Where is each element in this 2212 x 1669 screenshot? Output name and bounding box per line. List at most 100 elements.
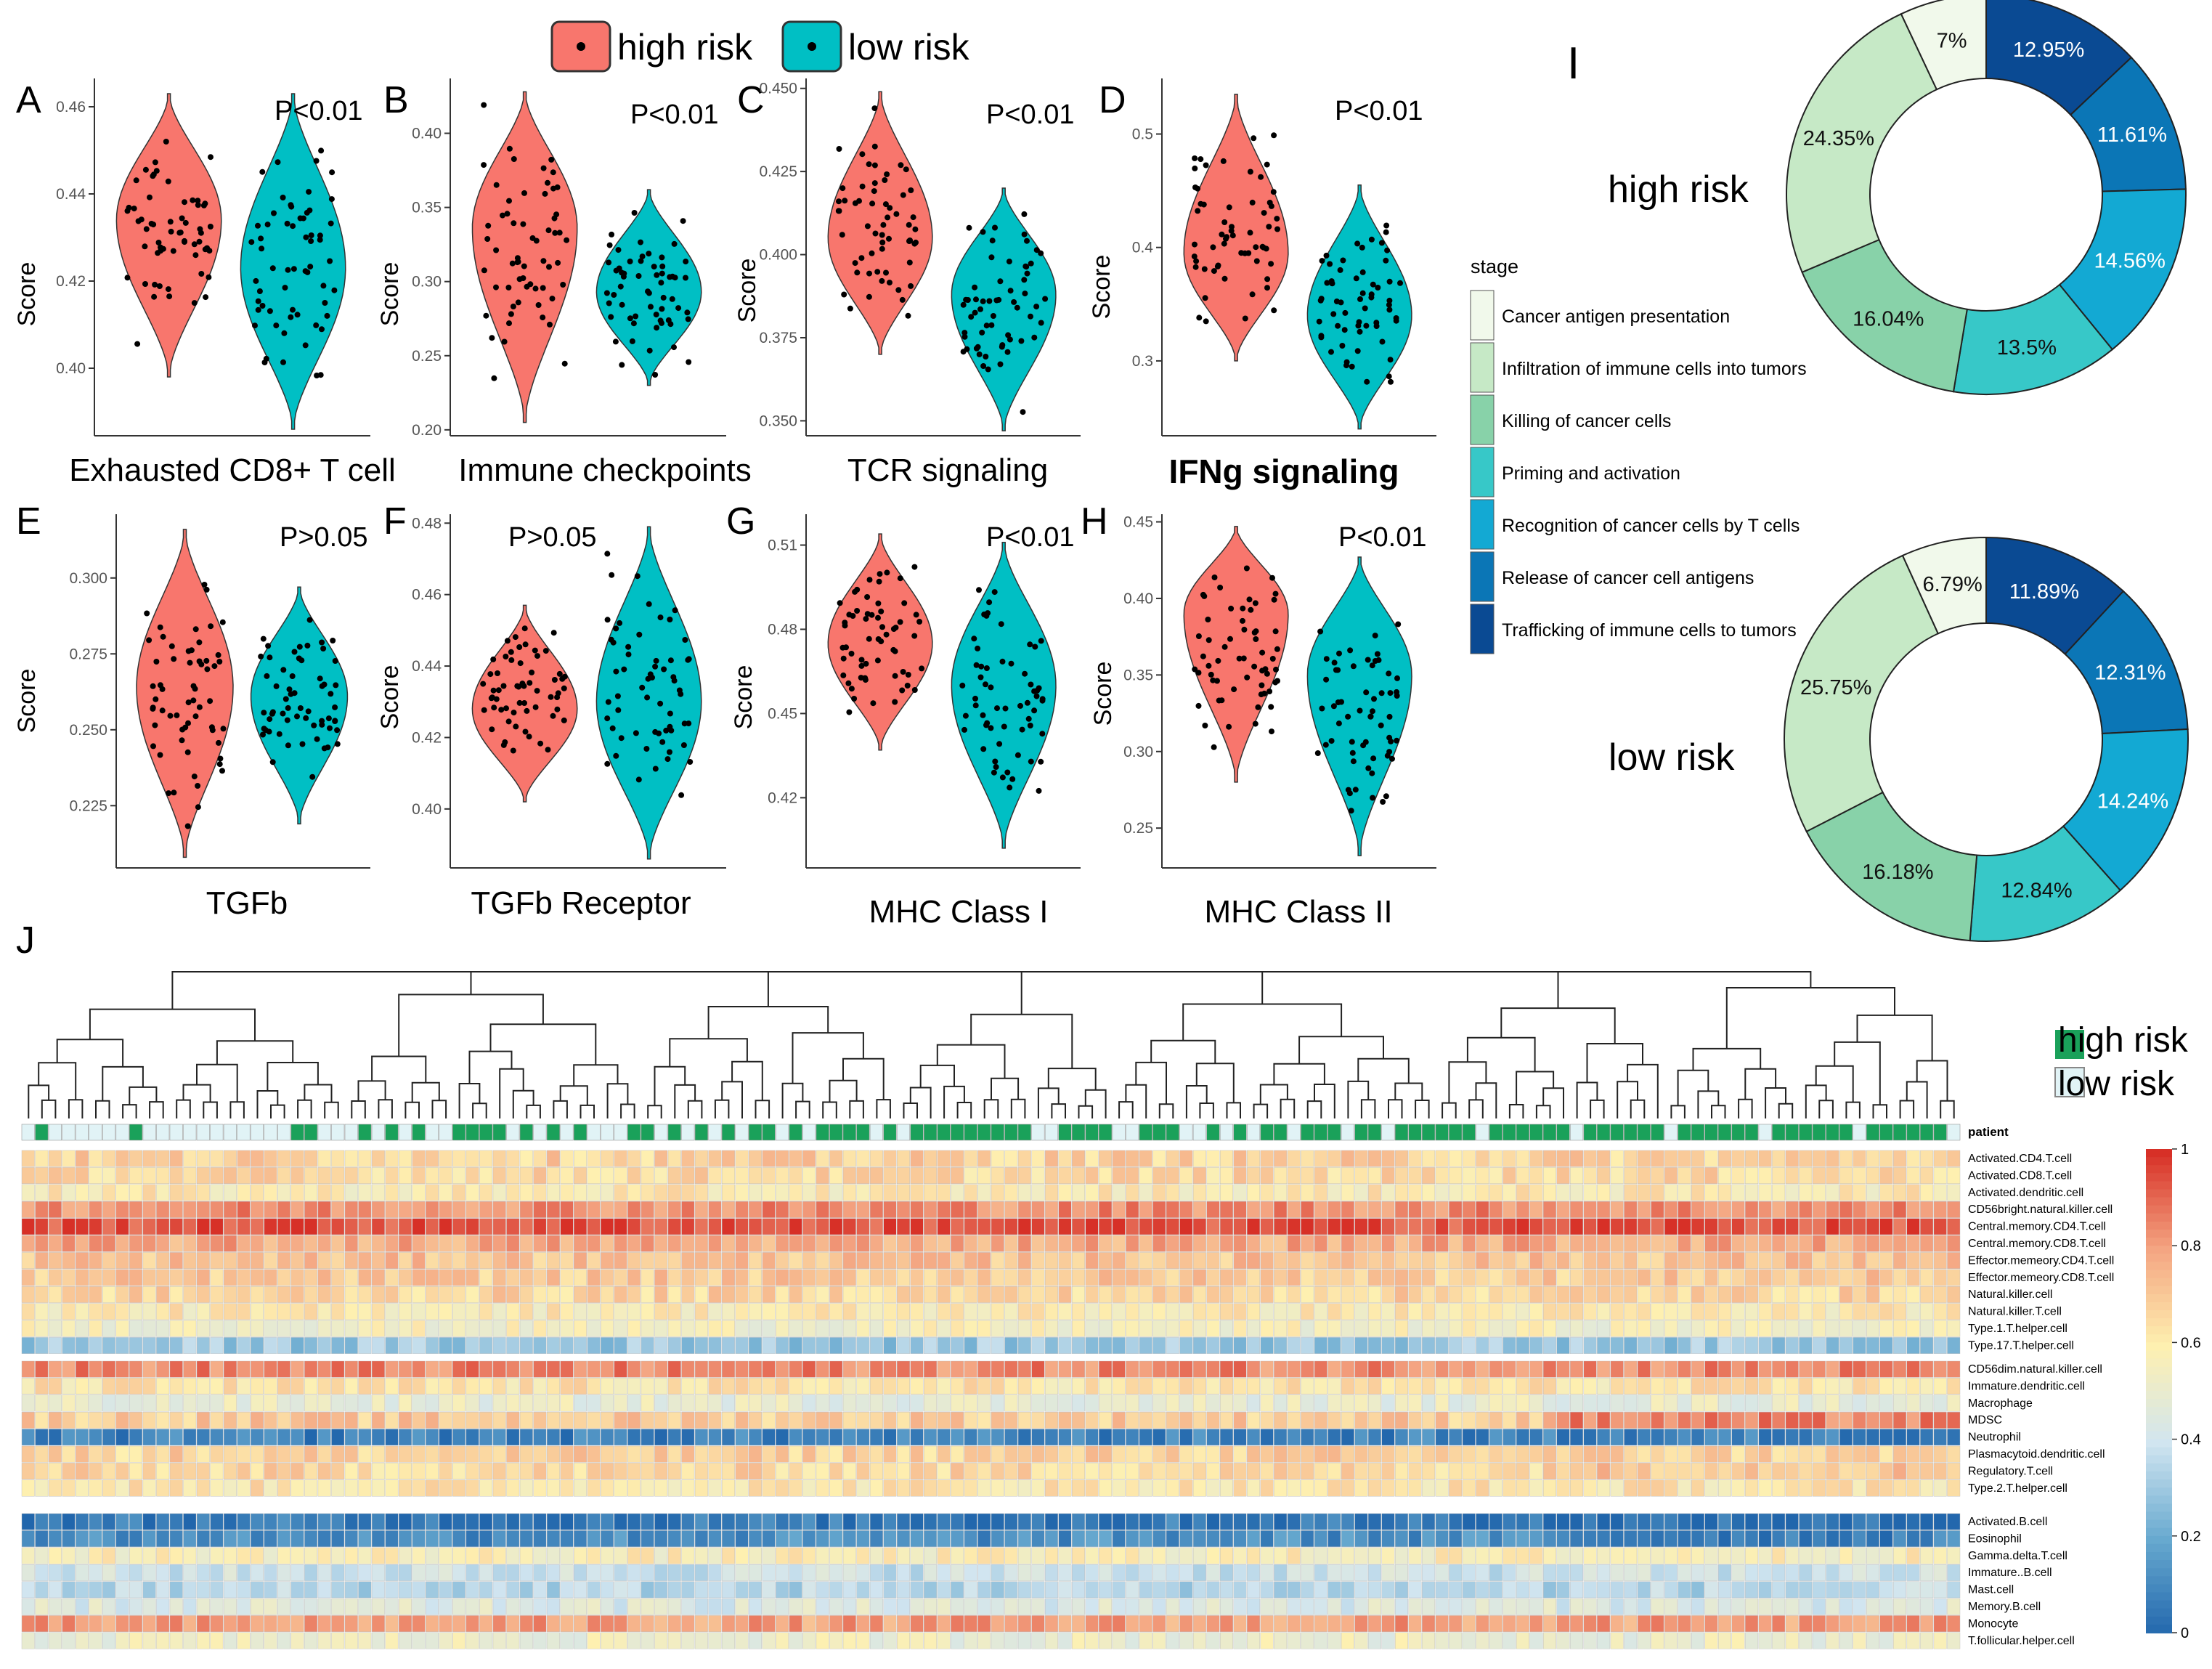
heatmap-cell <box>1731 1445 1745 1463</box>
heatmap-cell <box>89 1378 102 1395</box>
heatmap-cell <box>1624 1184 1638 1201</box>
heatmap-row-label: Central.memory.CD4.T.cell <box>1968 1221 2106 1233</box>
heatmap-cell <box>371 1394 385 1412</box>
heatmap-cell <box>1920 1201 1934 1218</box>
heatmap-cell <box>776 1286 789 1303</box>
heatmap-cell <box>816 1378 829 1395</box>
heatmap-cell <box>264 1337 277 1355</box>
heatmap-cell <box>331 1394 345 1412</box>
heatmap-cell <box>264 1252 277 1270</box>
heatmap-cell <box>1678 1184 1691 1201</box>
heatmap-cell <box>1879 1547 1893 1564</box>
heatmap-cell <box>1704 1530 1718 1547</box>
data-point <box>192 252 199 259</box>
heatmap-cell <box>560 1252 574 1270</box>
heatmap-cell <box>1462 1235 1476 1252</box>
heatmap-row-label: Effector.memeory.CD8.T.cell <box>1968 1272 2114 1284</box>
donut-slice <box>2058 188 2187 351</box>
heatmap-cell <box>1422 1429 1436 1446</box>
dendrogram-branch <box>573 1064 619 1087</box>
heatmap-cell <box>856 1411 870 1429</box>
annotation-cell <box>721 1124 736 1141</box>
heatmap-cell <box>210 1218 224 1235</box>
heatmap-cell <box>35 1218 49 1235</box>
heatmap-cell <box>1435 1463 1449 1480</box>
heatmap-cell <box>210 1429 224 1446</box>
heatmap-cell <box>1947 1218 1961 1235</box>
heatmap-cell <box>951 1337 964 1355</box>
annotation-cell <box>89 1124 102 1141</box>
heatmap-cell <box>331 1201 345 1218</box>
dendrogram-branch <box>216 1040 294 1065</box>
data-point <box>1259 649 1266 656</box>
data-point <box>1322 742 1329 748</box>
heatmap-cell <box>897 1320 910 1337</box>
data-point <box>839 232 845 238</box>
violin-high-risk <box>115 93 222 378</box>
heatmap-cell <box>951 1479 964 1497</box>
heatmap-cell <box>1745 1564 1759 1581</box>
heatmap-cell <box>1799 1201 1813 1218</box>
heatmap-cell <box>694 1530 708 1547</box>
dendrogram-branch <box>1442 1102 1457 1118</box>
dendrogram-branch <box>1557 971 1812 1009</box>
heatmap-cell <box>102 1286 115 1303</box>
heatmap-cell <box>465 1429 479 1446</box>
heatmap-cell <box>1367 1378 1381 1395</box>
heatmap-cell <box>749 1201 762 1218</box>
heatmap-cell <box>1206 1235 1220 1252</box>
heatmap-cell <box>1651 1513 1664 1530</box>
heatmap-cell <box>708 1218 722 1235</box>
heatmap-cell <box>1220 1337 1233 1355</box>
annotation-cell <box>1892 1124 1907 1141</box>
data-point <box>972 695 978 702</box>
heatmap-cell <box>1839 1411 1853 1429</box>
heatmap-cell <box>681 1269 695 1286</box>
dendrogram-branch <box>553 1100 568 1118</box>
heatmap-cell <box>183 1150 197 1167</box>
heatmap-cell <box>1920 1320 1934 1337</box>
dendrogram-branch <box>903 1102 918 1118</box>
violin-low-risk <box>1306 184 1412 430</box>
data-point <box>646 290 652 296</box>
heatmap-cell <box>762 1286 776 1303</box>
heatmap-cell <box>1476 1303 1489 1320</box>
heatmap-cell <box>1004 1269 1018 1286</box>
heatmap-cell <box>129 1429 143 1446</box>
heatmap-cell <box>1718 1303 1731 1320</box>
heatmap-cell <box>304 1378 318 1395</box>
data-point <box>983 722 989 728</box>
dendrogram-branch <box>470 971 769 1007</box>
heatmap-cell <box>802 1320 816 1337</box>
dendrogram-branch <box>687 1100 703 1118</box>
donut-title-high: high risk <box>1608 168 1749 211</box>
heatmap-cell <box>1906 1286 1920 1303</box>
heatmap-cell <box>1152 1184 1166 1201</box>
heatmap-cell <box>385 1394 399 1412</box>
heatmap-cell <box>1085 1394 1099 1412</box>
heatmap-cell <box>1556 1360 1570 1378</box>
heatmap-cell <box>426 1218 439 1235</box>
data-point <box>615 707 622 713</box>
heatmap-cell <box>951 1411 964 1429</box>
heatmap-cell <box>560 1378 574 1395</box>
heatmap-cell <box>762 1303 776 1320</box>
heatmap-cell <box>519 1411 533 1429</box>
heatmap-cell <box>883 1150 897 1167</box>
heatmap-cell <box>1731 1167 1745 1185</box>
heatmap-cell <box>1058 1394 1072 1412</box>
heatmap-cell <box>1247 1547 1261 1564</box>
heatmap-cell <box>641 1360 654 1378</box>
heatmap-cell <box>479 1564 493 1581</box>
heatmap-cell <box>1610 1513 1624 1530</box>
heatmap-cell <box>1853 1269 1866 1286</box>
data-point <box>1252 720 1259 727</box>
heatmap-cell <box>721 1337 735 1355</box>
data-point <box>273 322 280 329</box>
heatmap-cell <box>1099 1167 1113 1185</box>
heatmap-cell <box>48 1252 62 1270</box>
data-point <box>839 185 846 192</box>
heatmap-cell <box>721 1463 735 1480</box>
heatmap-cell <box>1529 1479 1543 1497</box>
heatmap-cell <box>48 1320 62 1337</box>
